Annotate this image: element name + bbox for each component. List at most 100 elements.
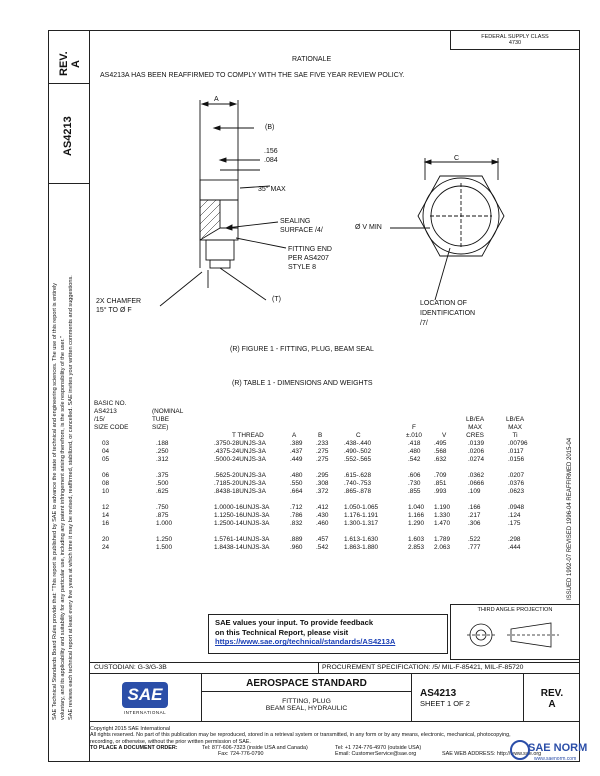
feedback-line-2: on this Technical Report, please visit [215,627,349,637]
document-frame [48,30,580,762]
table-cell: 1.050-1.065 [344,504,379,511]
dim-156-label: .156 [264,148,278,155]
table-cell: 14 [102,512,110,519]
table-cell: .522 [468,536,481,543]
projection-box: THIRD ANGLE PROJECTION [450,604,580,660]
table-cell: .124 [508,512,521,519]
logo-cell: SAE INTERNATIONAL [90,674,202,722]
header-basic-3: /15/ [94,416,105,423]
table-cell: 1.040 [408,504,424,511]
footer-rights: All rights reserved. No part of this pub… [90,732,511,739]
header-basic-1: BASIC NO. [94,400,127,407]
table-cell: .0274 [468,456,484,463]
table-cell: .480 [408,448,421,455]
custodian-row: CUSTODIAN: G-3/G-3B PROCUREMENT SPECIFIC… [90,662,580,674]
header-v: V [442,432,447,439]
table-cell: .0139 [468,440,484,447]
table-cell: .960 [290,544,303,551]
table-cell: 1.0000-16UNJS-3A [214,504,270,511]
chamfer-label-1: 2X CHAMFER [96,298,142,305]
header-basic-4: SIZE CODE [94,424,129,431]
title-rev-cell: REV. A [524,674,580,722]
table-cell: .275 [316,448,329,455]
title-desc-1: FITTING, PLUG [282,698,331,705]
table-cell: .606 [408,472,421,479]
dim-a-label: A [214,96,219,103]
table-cell: 1.5761-14UNJS-3A [214,536,270,543]
title-doc-number: AS4213 [420,688,457,699]
table-cell: .00796 [508,440,528,447]
footer-email[interactable]: Email: CustomerService@sae.org [335,750,417,757]
table-cell: .437 [290,448,303,455]
projection-label: THIRD ANGLE PROJECTION [477,607,553,613]
table-cell: .730 [408,480,421,487]
table-cell: .0666 [468,480,484,487]
footer: Copyright 2015 SAE International All rig… [90,726,580,757]
table-cell: .8438-18UNJS-3A [214,488,266,495]
table-cell: .480 [290,472,303,479]
doc-number-vertical: AS4213 [62,116,74,156]
table-cell: .0206 [468,448,484,455]
footer-web[interactable]: SAE WEB ADDRESS: http://www.sae.org [442,750,542,757]
table-cell: 10 [102,488,110,495]
rationale-title: RATIONALE [292,56,332,63]
sae-logo-sub: INTERNATIONAL [123,710,167,715]
title-rev-value: A [548,699,556,710]
table-cell: .568 [434,448,447,455]
table-cell: .542 [316,544,329,551]
legal-text-3: SAE reviews each technical report at lea… [68,275,74,720]
header-lb-ti-1: LB/EA [506,416,525,423]
table-cell: 1.863-1.880 [344,544,379,551]
header-basic-2: AS4213 [94,408,117,415]
table-cell: 1.190 [434,504,450,511]
table-cell: .832 [290,520,303,527]
table-cell: .308 [316,480,329,487]
table-cell: .632 [434,456,447,463]
table-cell: .460 [316,520,329,527]
header-nominal-2: TUBE [152,416,170,423]
dim-b-label: (B) [265,124,275,131]
table-cell: .175 [508,520,521,527]
table-cell: 08 [102,480,110,487]
title-rev-label: REV. [540,688,564,699]
dim-084-label: .084 [264,157,278,164]
rev-label: REV. [58,51,70,76]
table-cell: .495 [434,440,447,447]
table-cell: 1.166 [408,512,424,519]
table-cell: 03 [102,440,110,447]
table-cell: .7185-20UNJS-3A [214,480,266,487]
footer-fax: Fax: 724-776-0790 [218,750,264,757]
table-cell: 2.853 [408,544,424,551]
header-lb-ti-3: Ti [512,432,518,439]
header-nominal-1: (NOMINAL [152,408,184,415]
table-cell: .449 [290,456,303,463]
table-cell: 1.789 [434,536,450,543]
header-a: A [292,432,297,439]
table-cell: .233 [316,440,329,447]
table-cell: .0623 [508,488,524,495]
table-cell: .855 [408,488,421,495]
table-cell: .0117 [508,448,524,455]
issued-revised-text: ISSUED 1992-07 REVISED 1996-04 REAFFIRME… [567,437,573,600]
table-cell: .5000-24UNJS-3A [214,456,266,463]
table-cell: .250 [156,448,169,455]
table-cell: 1.330 [434,512,450,519]
feedback-link[interactable]: https://www.sae.org/technical/standards/… [215,637,396,647]
sheet-number: SHEET 1 OF 2 [420,699,470,708]
sealing-label-1: SEALING [280,218,311,225]
table-cell: .375 [156,472,169,479]
header-f: F [412,424,416,431]
table-cell: .217 [468,512,481,519]
legal-text-2: voluntary, and its applicability and sui… [60,336,66,720]
watermark-text: SAE NORM [528,742,588,754]
header-lb-cres-1: LB/EA [466,416,485,423]
table-row: 06.375.5625-20UNJS-3A.480.295.615-.628.6… [94,472,540,480]
header-f-tol: ±.010 [406,432,422,439]
rationale-text: AS4213A HAS BEEN REAFFIRMED TO COMPLY WI… [100,72,405,79]
table-cell: 20 [102,536,110,543]
table-cell: .389 [290,440,303,447]
table-cell: .0207 [508,472,524,479]
header-lb-cres-2: MAX [468,424,482,431]
table-cell: .865-.878 [344,488,372,495]
